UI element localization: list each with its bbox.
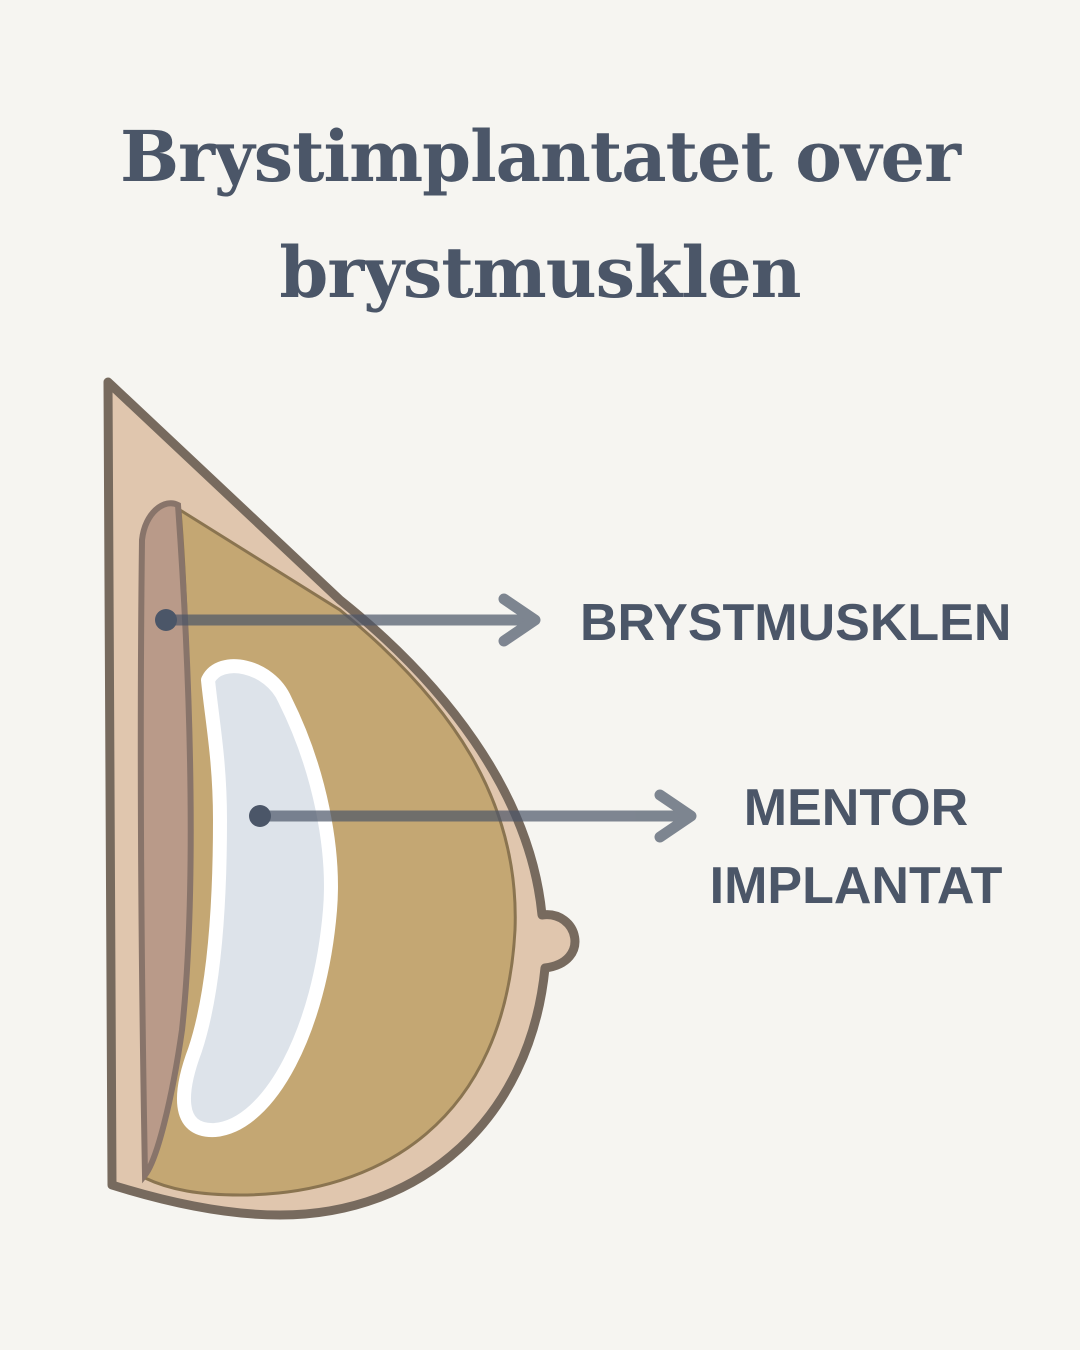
muscle-pointer-arrow bbox=[160, 593, 541, 647]
pectoral-muscle bbox=[137, 500, 194, 1184]
implant bbox=[176, 659, 338, 1137]
label-implant-line-1: MENTOR bbox=[743, 779, 969, 837]
implant-pointer-arrow bbox=[254, 789, 697, 843]
label-muscle: BRYSTMUSKLEN bbox=[580, 594, 1012, 652]
title-line-2: brystmusklen bbox=[279, 231, 801, 314]
implant-pointer-dot bbox=[249, 805, 271, 827]
title-line-1: Brystimplantatet over bbox=[120, 115, 961, 198]
label-implant-line-2: IMPLANTAT bbox=[709, 857, 1003, 915]
muscle-pointer-dot bbox=[155, 609, 177, 631]
